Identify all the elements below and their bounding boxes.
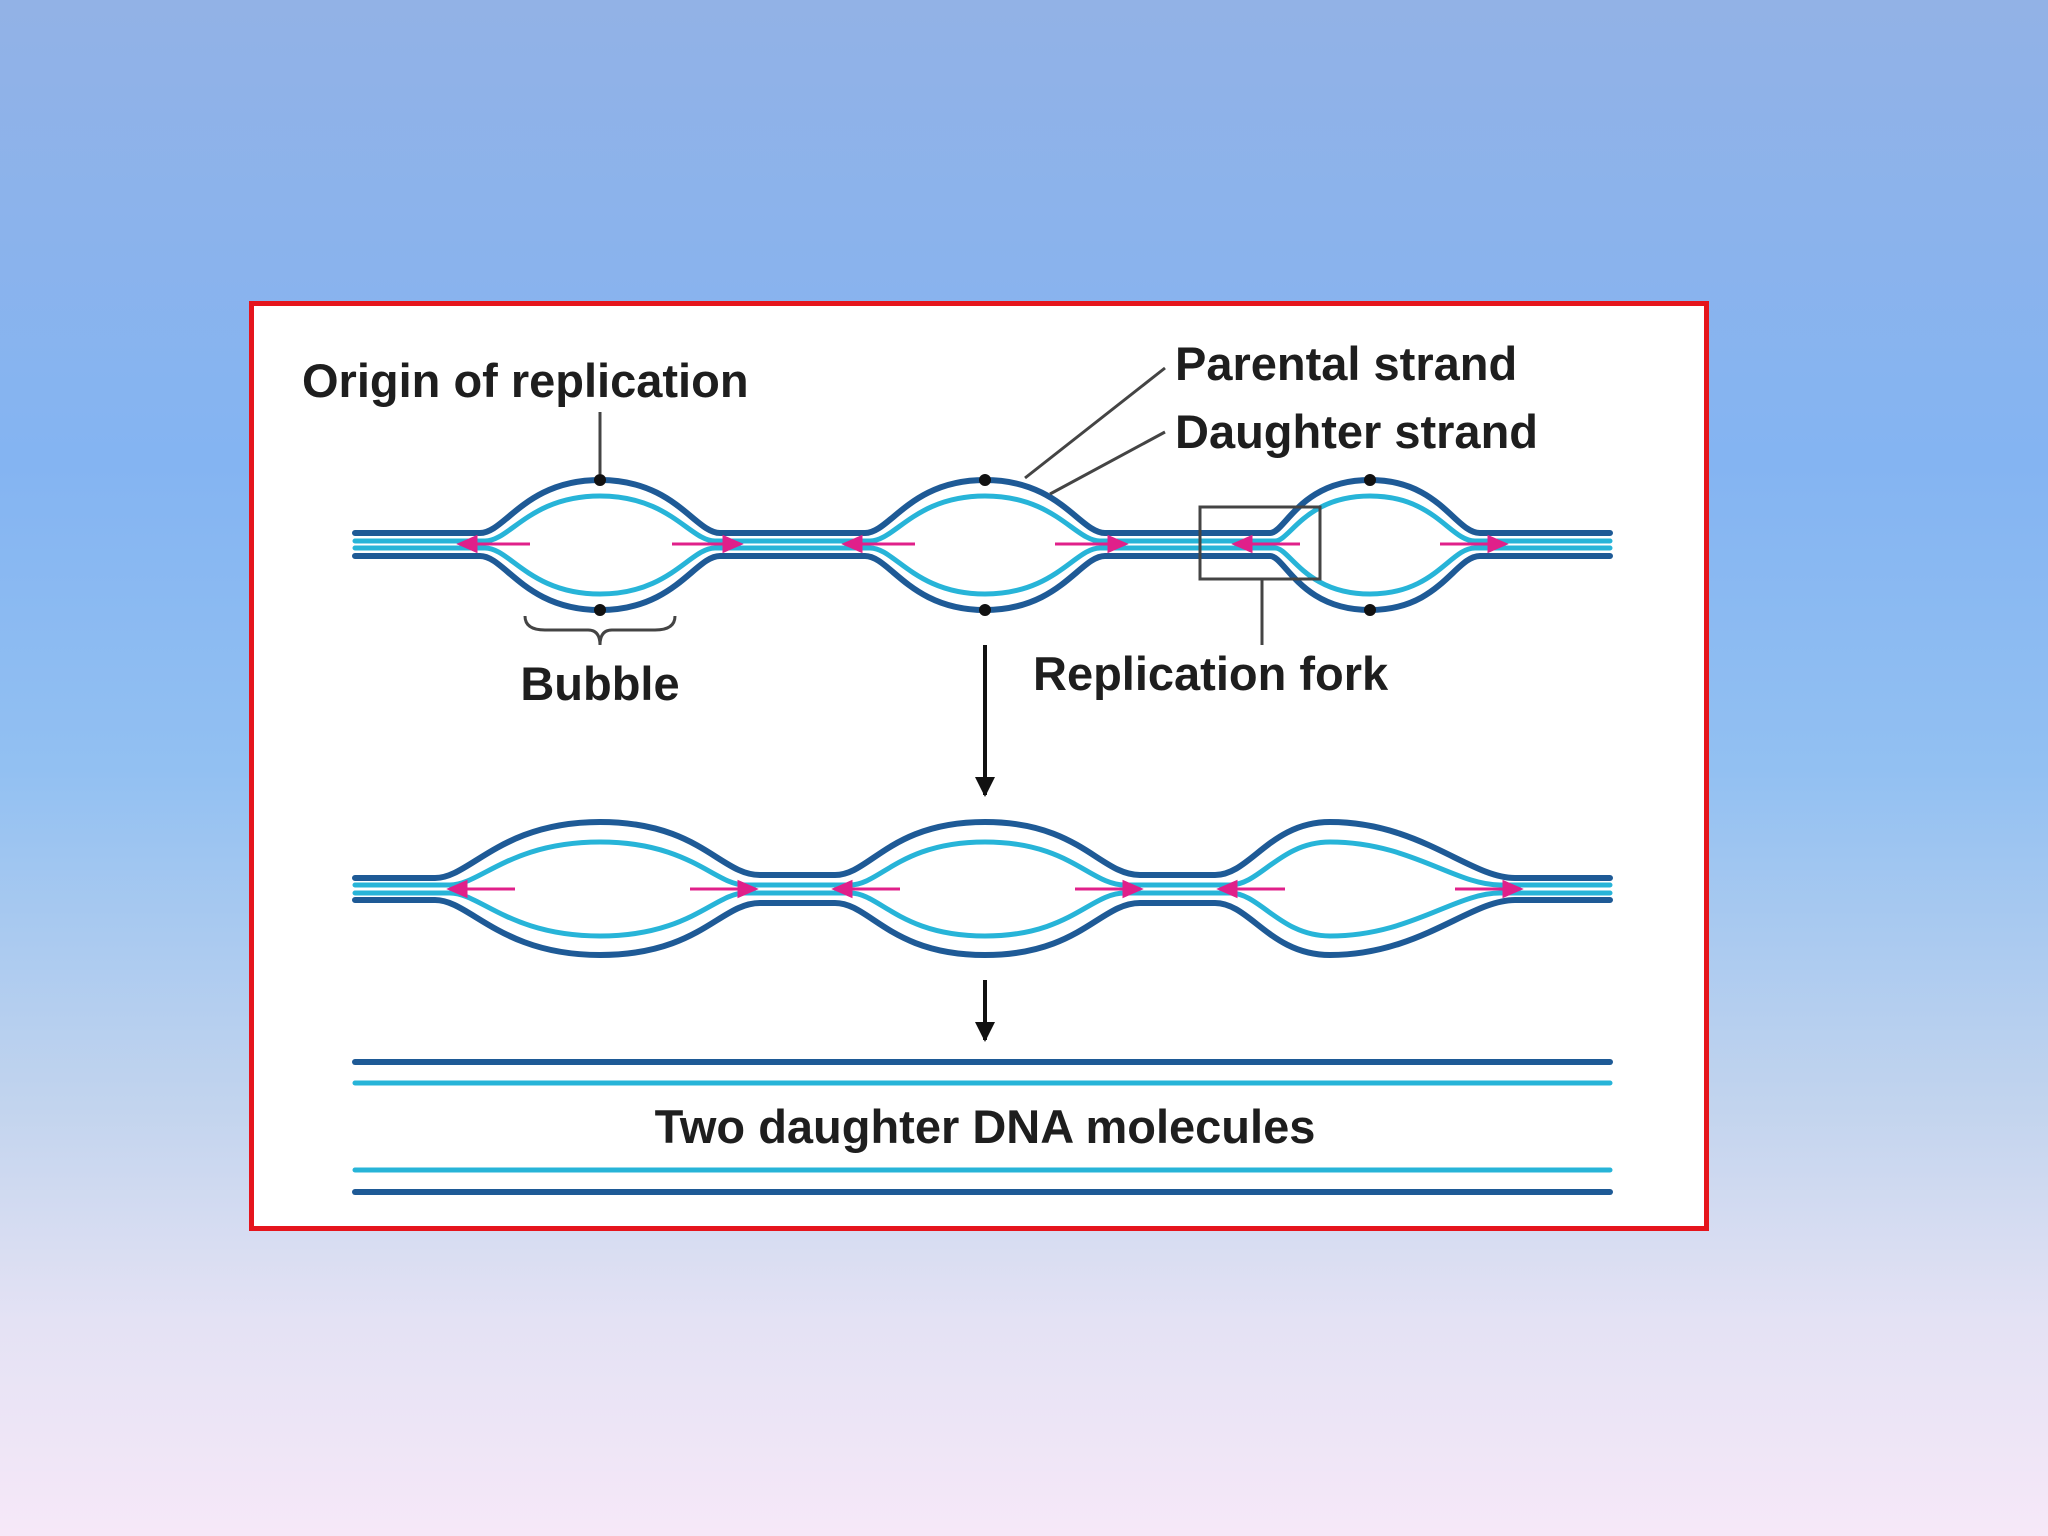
- fork-arrow-right: [1055, 534, 1129, 554]
- label-daughter-strand: Daughter strand: [1175, 405, 1538, 458]
- daughter-strand-top: [352, 493, 1613, 544]
- origin-dot: [594, 474, 606, 486]
- label-two-daughter-molecules: Two daughter DNA molecules: [655, 1100, 1316, 1153]
- row1-strands: [352, 474, 1613, 616]
- label-replication-fork: Replication fork: [1033, 647, 1389, 700]
- fork-arrow-right: [672, 534, 744, 554]
- fork-arrow-left: [1231, 534, 1300, 554]
- bubble-brace: [523, 615, 677, 646]
- fork-arrow-right: [1440, 534, 1509, 554]
- daughter-strand-bottom: [352, 890, 1613, 939]
- figure-frame: [249, 301, 1709, 1231]
- parental-strand-top: [352, 818, 1613, 881]
- row1-fork-arrows: [456, 534, 1509, 554]
- fork-arrow-left: [1216, 879, 1285, 899]
- origin-dot: [594, 604, 606, 616]
- daughter-leader: [1049, 430, 1166, 496]
- fork-arrow-right: [1455, 879, 1524, 899]
- label-bubble: Bubble: [520, 657, 679, 710]
- fork-arrow-right: [690, 879, 759, 899]
- parental-leader: [1024, 366, 1166, 480]
- daughter-strand-bottom: [352, 545, 1613, 597]
- origin-dot: [979, 474, 991, 486]
- fork-arrow-left: [456, 534, 530, 554]
- fork-arrow-right: [1075, 879, 1144, 899]
- fork-arrow-left: [831, 879, 900, 899]
- label-origin: Origin of replication: [302, 354, 749, 407]
- fork-arrow-left: [446, 879, 515, 899]
- daughter-molecules: [352, 1059, 1613, 1195]
- origin-dot: [1364, 604, 1376, 616]
- origin-dot: [979, 604, 991, 616]
- origin-dot: [1364, 474, 1376, 486]
- row2-fork-arrows: [446, 879, 1524, 899]
- replication-fork-box: [1198, 505, 1322, 581]
- label-parental-strand: Parental strand: [1175, 337, 1517, 390]
- parental-strand-bottom: [352, 897, 1613, 959]
- daughter-strand-top: [352, 839, 1613, 888]
- row2-strands: [352, 818, 1613, 959]
- fork-arrow-left: [841, 534, 915, 554]
- leader-lines: [598, 366, 1264, 645]
